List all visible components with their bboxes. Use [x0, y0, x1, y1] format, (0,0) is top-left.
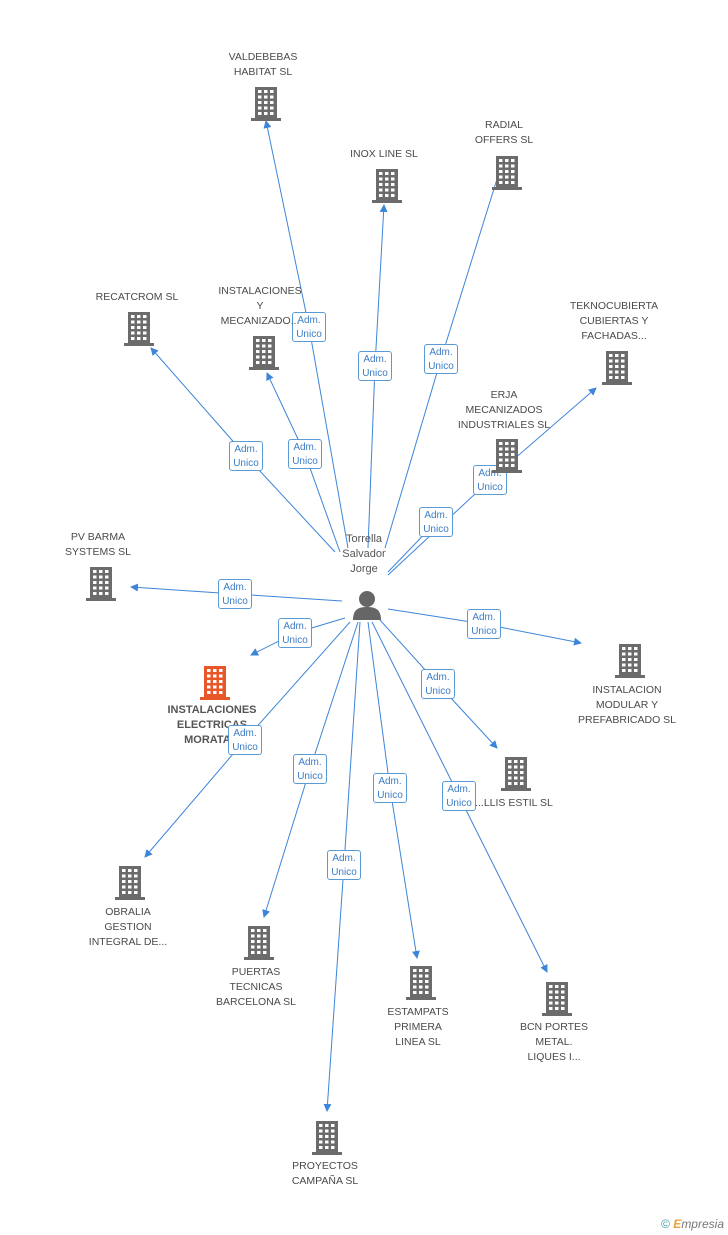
relation-label-puertas[interactable]: Adm. Unico [293, 754, 327, 784]
building-icon[interactable] [84, 565, 118, 601]
relation-label-radial[interactable]: Adm. Unico [424, 344, 458, 374]
company-label-estil[interactable]: ...LLIS ESTIL SL [475, 797, 553, 809]
company-label-bcn[interactable]: BCN PORTES METAL. LIQUES I... [519, 1021, 589, 1063]
building-icon[interactable] [242, 924, 276, 960]
building-icon[interactable] [249, 85, 283, 121]
company-label-teknocubierta[interactable]: TEKNOCUBIERTA CUBIERTAS Y FACHADAS... [569, 300, 659, 342]
relation-label-pvbarma[interactable]: Adm. Unico [218, 579, 252, 609]
company-label-estampats[interactable]: ESTAMPATS PRIMERA LINEA SL [387, 1006, 449, 1048]
company-label-puertas[interactable]: PUERTAS TECNICAS BARCELONA SL [216, 966, 296, 1008]
relation-label-valdebebas[interactable]: Adm. Unico [292, 312, 326, 342]
brand-logo-e: E [673, 1217, 682, 1231]
building-icon[interactable] [490, 154, 524, 190]
company-label-valdebebas[interactable]: VALDEBEBAS HABITAT SL [228, 51, 298, 78]
relation-label-bcn[interactable]: Adm. Unico [442, 781, 476, 811]
company-label-erja[interactable]: ERJA MECANIZADOS INDUSTRIALES SL [457, 389, 551, 431]
building-icon[interactable] [490, 437, 524, 473]
building-icon[interactable] [122, 310, 156, 346]
company-label-electricas[interactable]: INSTALACIONES ELECTRICAS MORATA... [167, 704, 257, 746]
company-label-obralia[interactable]: OBRALIA GESTION INTEGRAL DE... [88, 906, 168, 948]
building-icon[interactable] [113, 864, 147, 900]
building-icon[interactable] [540, 980, 574, 1016]
person-icon[interactable] [350, 589, 384, 621]
building-icon[interactable] [370, 167, 404, 203]
relation-label-estil[interactable]: Adm. Unico [421, 669, 455, 699]
relation-label-erja[interactable]: Adm. Unico [419, 507, 453, 537]
relation-label-inox[interactable]: Adm. Unico [358, 351, 392, 381]
person-name: Torrella Salvador Jorge [342, 533, 386, 575]
company-label-radial[interactable]: RADIAL OFFERS SL [474, 119, 534, 146]
relation-label-modular[interactable]: Adm. Unico [467, 609, 501, 639]
relation-label-recatcrom[interactable]: Adm. Unico [229, 441, 263, 471]
building-icon[interactable] [499, 755, 533, 791]
company-label-instalaciones-mec[interactable]: INSTALACIONES Y MECANIZADO... [218, 285, 302, 327]
company-label-recatcrom[interactable]: RECATCROM SL [95, 291, 179, 303]
brand-logo-text: mpresia [681, 1217, 724, 1231]
footer-brand: © Empresia [661, 1217, 724, 1231]
building-icon[interactable] [247, 334, 281, 370]
company-label-modular[interactable]: INSTALACION MODULAR Y PREFABRICADO SL [577, 684, 677, 726]
building-icon[interactable] [198, 664, 232, 700]
building-icon[interactable] [613, 642, 647, 678]
building-icon[interactable] [310, 1119, 344, 1155]
company-label-inox[interactable]: INOX LINE SL [350, 148, 418, 160]
building-icon[interactable] [600, 349, 634, 385]
company-label-pvbarma[interactable]: PV BARMA SYSTEMS SL [65, 531, 131, 558]
building-icon[interactable] [404, 964, 438, 1000]
relation-label-instalaciones-mec[interactable]: Adm. Unico [288, 439, 322, 469]
relation-label-electricas[interactable]: Adm. Unico [278, 618, 312, 648]
relation-label-obralia[interactable]: Adm. Unico [228, 725, 262, 755]
relation-label-proyectos[interactable]: Adm. Unico [327, 850, 361, 880]
copyright-symbol: © [661, 1217, 670, 1231]
relation-label-estampats[interactable]: Adm. Unico [373, 773, 407, 803]
company-label-proyectos[interactable]: PROYECTOS CAMPAÑA SL [291, 1160, 359, 1187]
